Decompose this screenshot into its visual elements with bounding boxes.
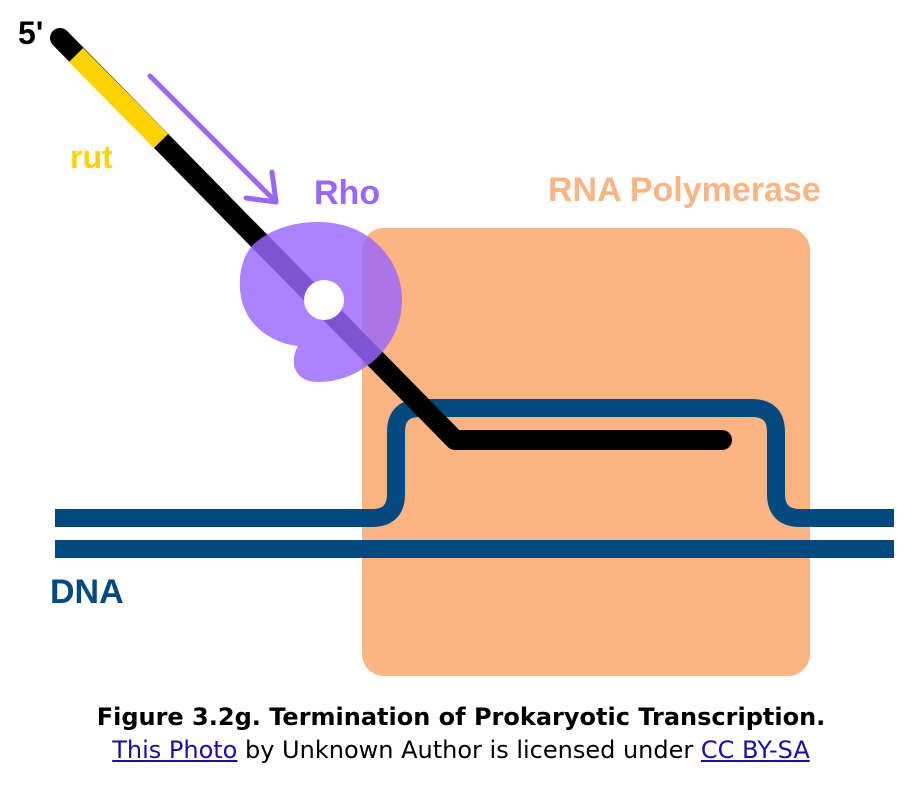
dna-label: DNA bbox=[50, 573, 124, 611]
rut-segment bbox=[68, 47, 169, 149]
attribution-line: This Photo by Unknown Author is licensed… bbox=[0, 734, 922, 766]
attribution-text: by Unknown Author is licensed under bbox=[237, 736, 701, 764]
rho-label: Rho bbox=[314, 174, 380, 212]
figure-caption: Figure 3.2g. Termination of Prokaryotic … bbox=[0, 700, 922, 766]
rho-direction-arrow bbox=[147, 73, 279, 205]
figure-title: Figure 3.2g. Termination of Prokaryotic … bbox=[96, 703, 826, 731]
photo-link[interactable]: This Photo bbox=[112, 736, 238, 764]
rho-center-hole bbox=[304, 280, 344, 320]
dna-template-strand bbox=[55, 399, 894, 527]
rna-polymerase-shape bbox=[362, 228, 810, 676]
five-prime-label: 5' bbox=[18, 15, 43, 51]
rna-polymerase-label: RNA Polymerase bbox=[548, 171, 821, 209]
rna-strand bbox=[50, 28, 732, 450]
transcription-termination-diagram: 5' rut Rho RNA Polymerase DNA bbox=[18, 15, 894, 676]
rut-label: rut bbox=[70, 139, 113, 175]
license-link[interactable]: CC BY-SA bbox=[700, 736, 810, 764]
